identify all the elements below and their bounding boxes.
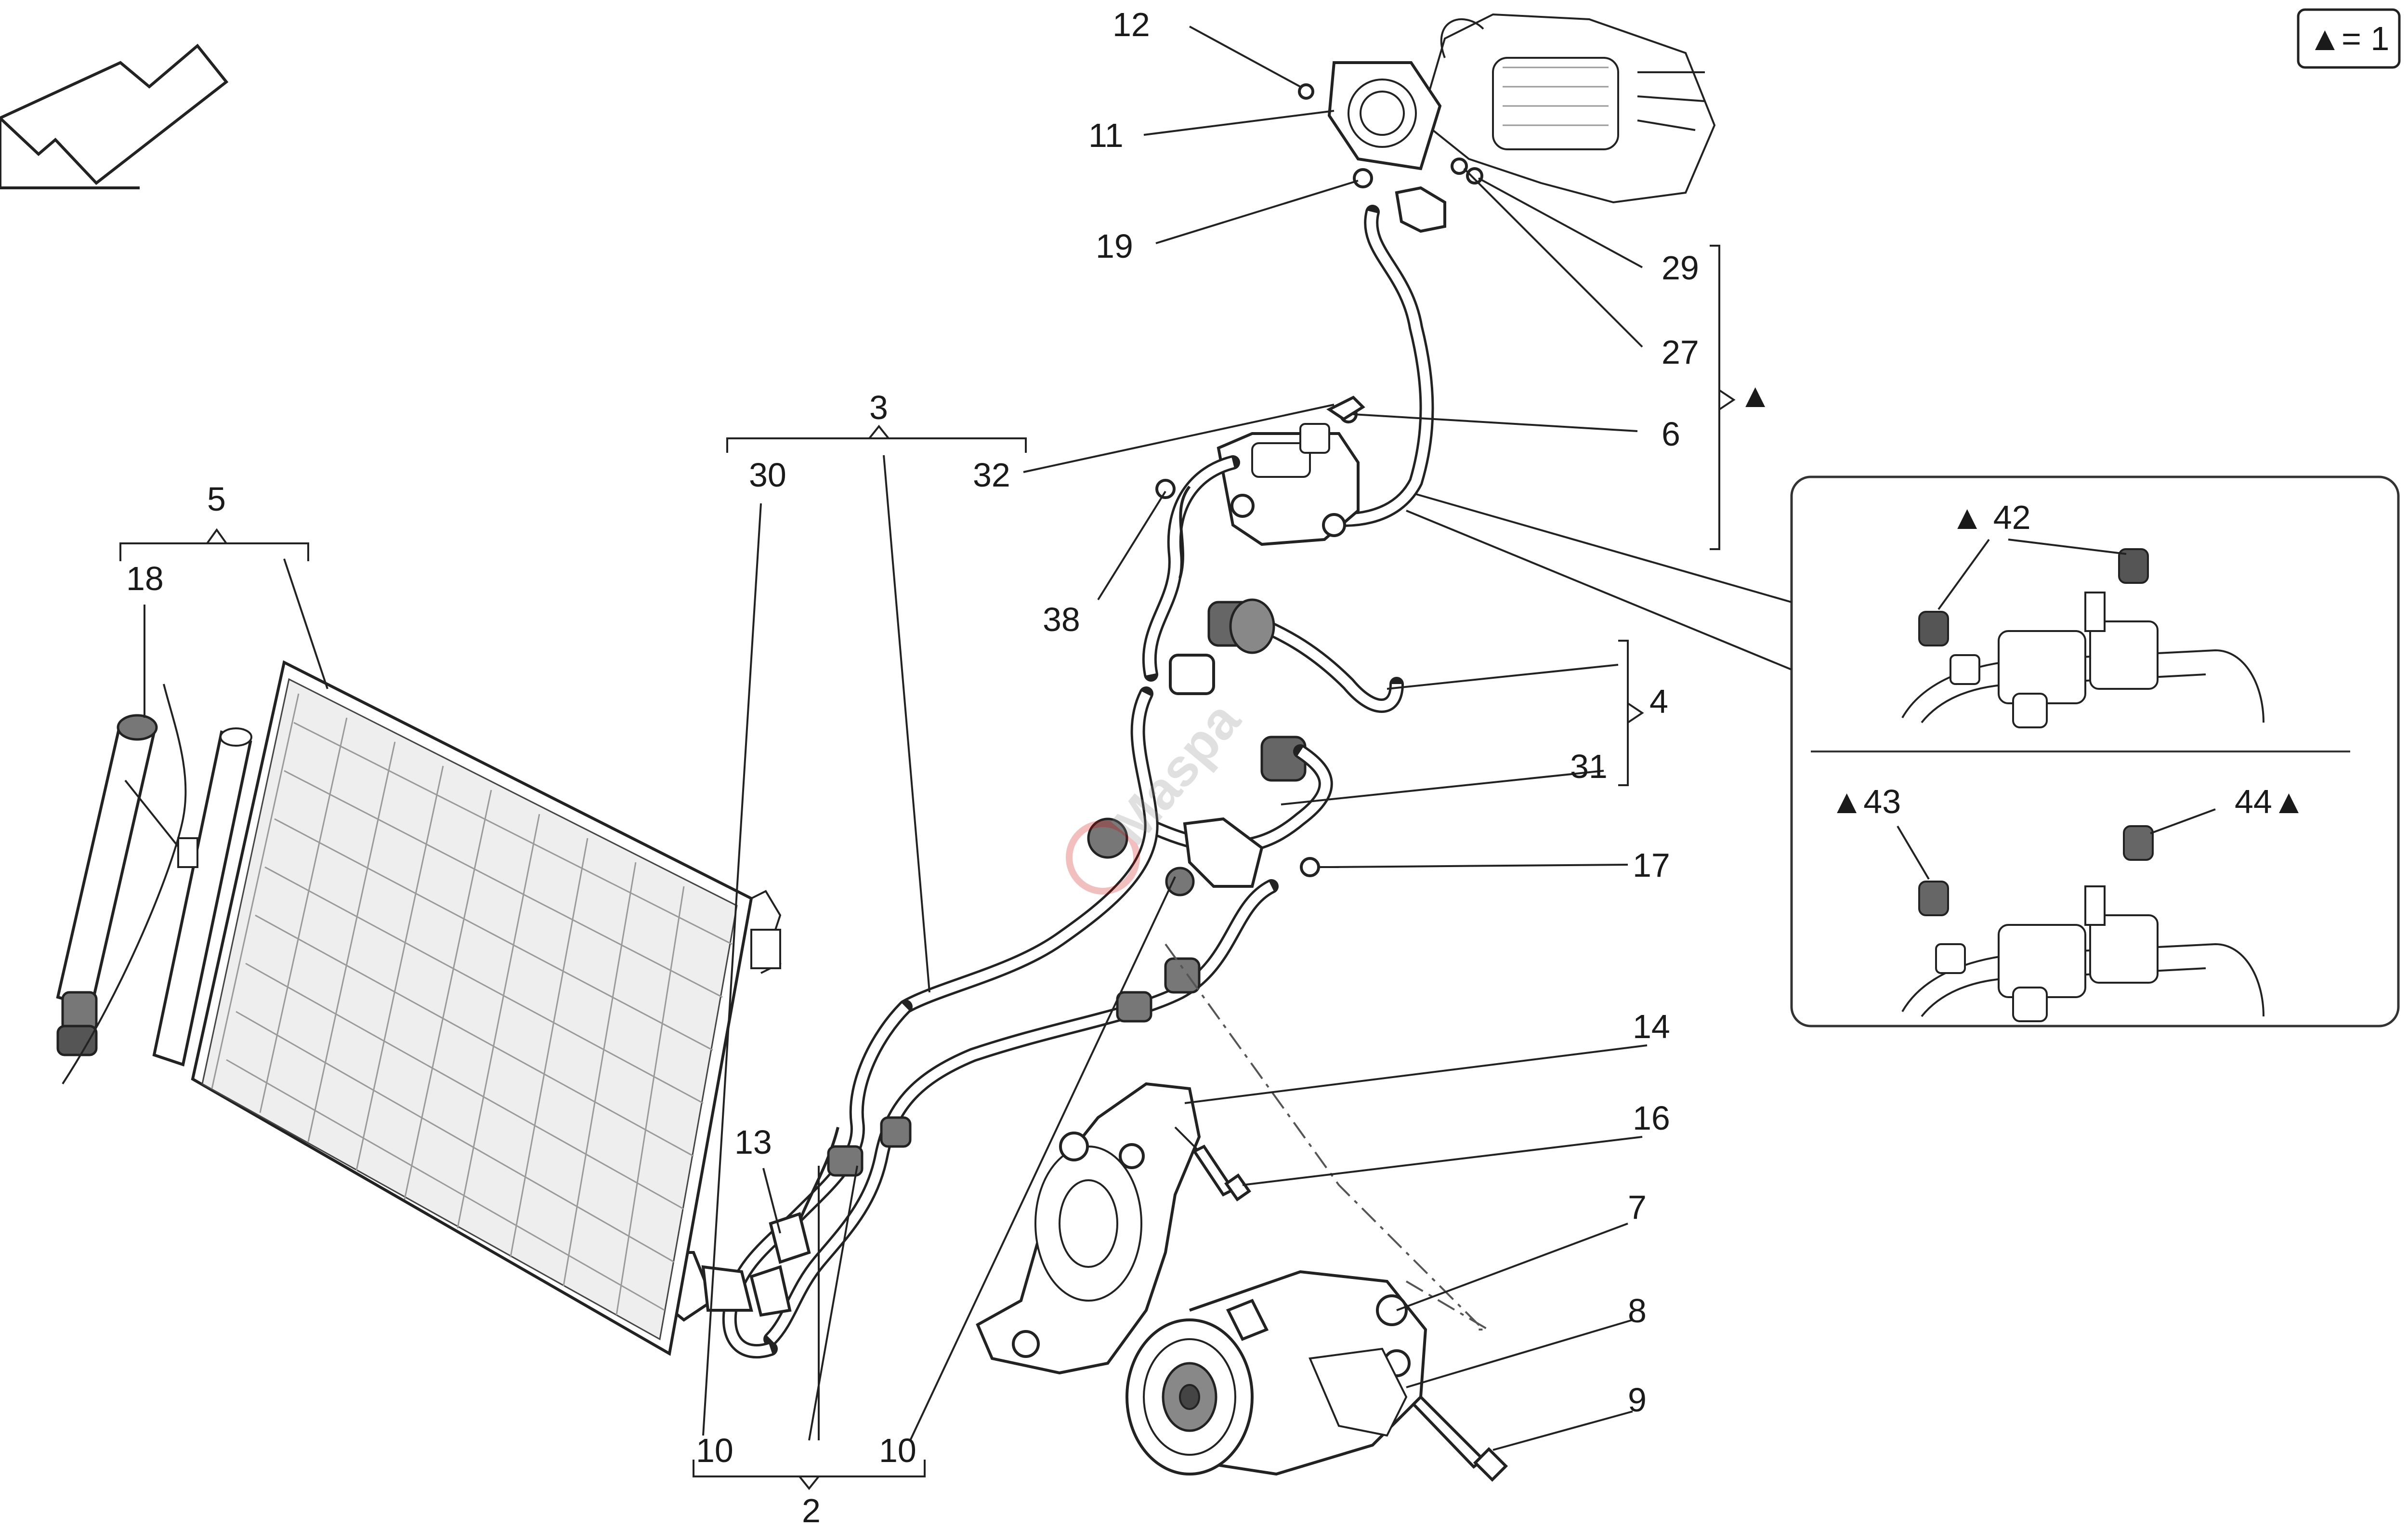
label-8: 8 (1628, 1292, 1647, 1330)
valve-cap-43 (1918, 881, 1949, 916)
bolt-9 (1411, 1395, 1508, 1482)
label-44: 44▲ (2235, 783, 2305, 820)
label-29: 29 (1662, 249, 1699, 287)
label-3: 3 (869, 389, 888, 426)
valve-assembly-lower (1901, 885, 2264, 1022)
nut-19 (1353, 168, 1373, 188)
label-9: 9 (1628, 1381, 1647, 1419)
label-10-left: 10 (696, 1432, 733, 1469)
label-18: 18 (126, 560, 164, 597)
inset-leader-bottom (1406, 510, 1792, 671)
label-42: ▲ 42 (1950, 499, 2031, 536)
bracket-group-triangle (1710, 245, 1736, 550)
label-2: 2 (802, 1492, 821, 1526)
label-38: 38 (1043, 601, 1080, 638)
label-10-right: 10 (879, 1432, 916, 1469)
mounting-bracket-17 (1183, 817, 1339, 888)
label-27: 27 (1662, 333, 1699, 371)
oring-29 (1466, 167, 1483, 184)
inset-leader-top (1406, 490, 1792, 603)
nut-38 (1155, 479, 1176, 499)
condenser-side-tank (152, 727, 252, 1067)
label-6: 6 (1662, 415, 1680, 453)
bracket-group-2 (693, 1460, 926, 1490)
label-5: 5 (207, 480, 226, 518)
evaporator-housing (1419, 13, 1716, 204)
valve-cap-44 (2123, 825, 2154, 861)
bolt-16 (1192, 1145, 1251, 1202)
assembly-centre-line (1165, 943, 1486, 1330)
receiver-drier-18 (56, 684, 187, 1085)
label-7: 7 (1628, 1188, 1647, 1226)
label-14: 14 (1633, 1008, 1670, 1045)
valve-detail-inset: ▲ 42 ▲43 44▲ (1790, 475, 2400, 1027)
condenser-5 (191, 660, 782, 1356)
direction-arrow-icon (0, 43, 229, 189)
label-30: 30 (749, 456, 786, 494)
compressor-bracket-14 (976, 1082, 1215, 1375)
label-13: 13 (734, 1123, 772, 1161)
bracket-group-4 (1618, 640, 1644, 786)
bracket-group-3 (726, 424, 1027, 453)
flange-gasket-11 (1327, 61, 1442, 171)
callout-labels: 12 11 19 29 27 ▲ 6 3 30 32 38 5 18 4 31 … (126, 6, 1772, 1528)
nut-12 (1298, 83, 1314, 100)
label-4: 4 (1649, 683, 1668, 720)
legend-box: ▲= 1 (2297, 8, 2401, 69)
compressor-7 (1125, 1270, 1427, 1476)
leader-lines (144, 26, 1648, 1451)
assembly-centre-line-2 (1405, 1280, 1489, 1330)
label-12: 12 (1112, 6, 1150, 43)
label-17: 17 (1633, 846, 1670, 884)
bracket-group-5 (119, 528, 309, 561)
legend-text: ▲= 1 (2308, 20, 2390, 57)
fitting-32 (1326, 395, 1365, 421)
label-16: 16 (1633, 1099, 1670, 1137)
condenser-fins (211, 693, 733, 1316)
label-11: 11 (1088, 117, 1124, 154)
suction-pipe-assembly (1142, 186, 1446, 695)
label-bracket-triangle: ▲ (1739, 377, 1772, 414)
oring-27 (1451, 158, 1468, 175)
valve-assembly-upper (1901, 592, 2264, 728)
clamp-13 (749, 1212, 811, 1317)
label-31: 31 (1570, 748, 1608, 785)
label-43: ▲43 (1830, 783, 1901, 820)
label-32: 32 (973, 456, 1010, 494)
label-19: 19 (1096, 227, 1133, 265)
valve-cap-42-right (2118, 548, 2149, 584)
valve-cap-42-left (1918, 611, 1949, 646)
